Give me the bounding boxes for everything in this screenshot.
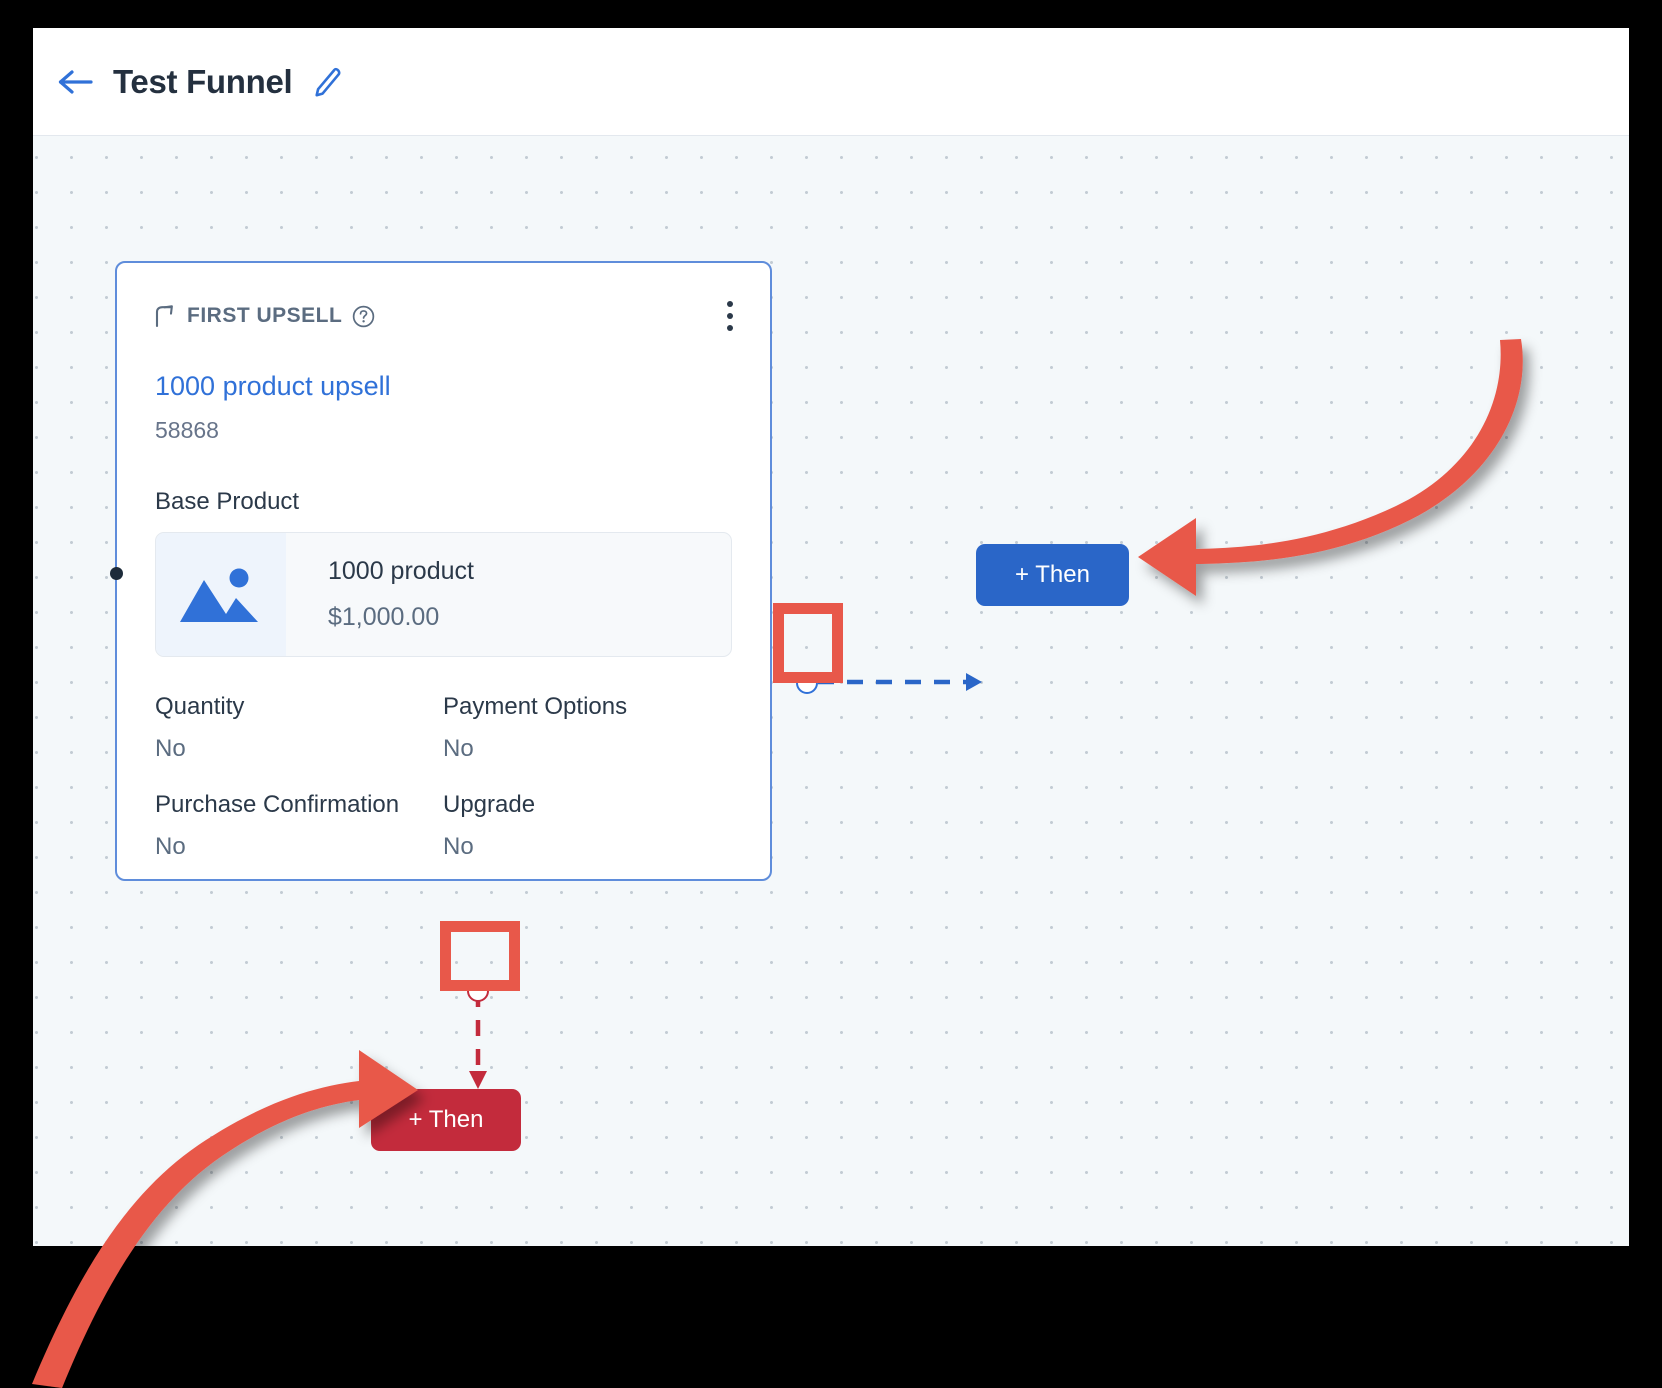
- product-name: 1000 product: [328, 557, 474, 585]
- menu-dot: [727, 325, 733, 331]
- add-then-step-button-blue[interactable]: + Then: [976, 544, 1129, 606]
- add-then-step-button-red[interactable]: + Then: [371, 1089, 521, 1151]
- node-output-connector-bottom[interactable]: [467, 980, 489, 1002]
- menu-dot: [727, 301, 733, 307]
- arrow-turn-up-icon: [155, 305, 173, 328]
- base-product-info: 1000 product $1,000.00: [286, 557, 474, 632]
- property-label: Payment Options: [443, 693, 628, 720]
- node-title-link[interactable]: 1000 product upsell: [155, 371, 391, 401]
- property-label: Purchase Confirmation: [155, 791, 400, 818]
- base-product-label: Base Product: [155, 488, 300, 515]
- property-upgrade: Upgrade No: [443, 791, 732, 861]
- step-type-label: FIRST UPSELL: [187, 304, 343, 327]
- property-value: No: [155, 735, 186, 762]
- base-product-row[interactable]: 1000 product $1,000.00: [155, 532, 732, 657]
- node-properties-grid: Quantity No Payment Options No Purchase …: [155, 693, 732, 861]
- property-quantity: Quantity No: [155, 693, 443, 763]
- property-value: No: [155, 833, 186, 860]
- property-value: No: [443, 833, 474, 860]
- funnel-step-card[interactable]: FIRST UPSELL 1000 product upsell 58868 B…: [110, 261, 772, 881]
- property-payment-options: Payment Options No: [443, 693, 732, 763]
- product-price: $1,000.00: [328, 603, 440, 631]
- connector-right-dashed: [818, 673, 982, 691]
- more-vertical-icon[interactable]: [716, 299, 744, 333]
- card-header: FIRST UPSELL: [117, 296, 770, 336]
- property-label: Upgrade: [443, 791, 536, 818]
- image-placeholder-icon: [156, 533, 286, 656]
- node-output-connector-right[interactable]: [796, 672, 818, 694]
- node-id: 58868: [155, 417, 219, 443]
- card-input-connector-dot[interactable]: [110, 567, 123, 580]
- question-mark-circle-icon[interactable]: [352, 305, 375, 328]
- property-purchase-confirmation: Purchase Confirmation No: [155, 791, 443, 861]
- back-arrow-icon[interactable]: [55, 61, 97, 103]
- connector-bottom-dashed: [469, 991, 487, 1089]
- funnel-canvas[interactable]: FIRST UPSELL 1000 product upsell 58868 B…: [33, 136, 1629, 1246]
- app-window: Test Funnel FIRST UPSE: [33, 28, 1629, 1246]
- highlight-box-right-connector: [773, 603, 843, 683]
- menu-dot: [727, 313, 733, 319]
- page-title: Test Funnel: [113, 62, 293, 100]
- property-value: No: [443, 735, 474, 762]
- pencil-edit-icon[interactable]: [308, 63, 346, 101]
- card-body: 1000 product upsell 58868 Base Product 1…: [117, 359, 770, 861]
- property-label: Quantity: [155, 693, 245, 720]
- app-header: Test Funnel: [33, 28, 1629, 136]
